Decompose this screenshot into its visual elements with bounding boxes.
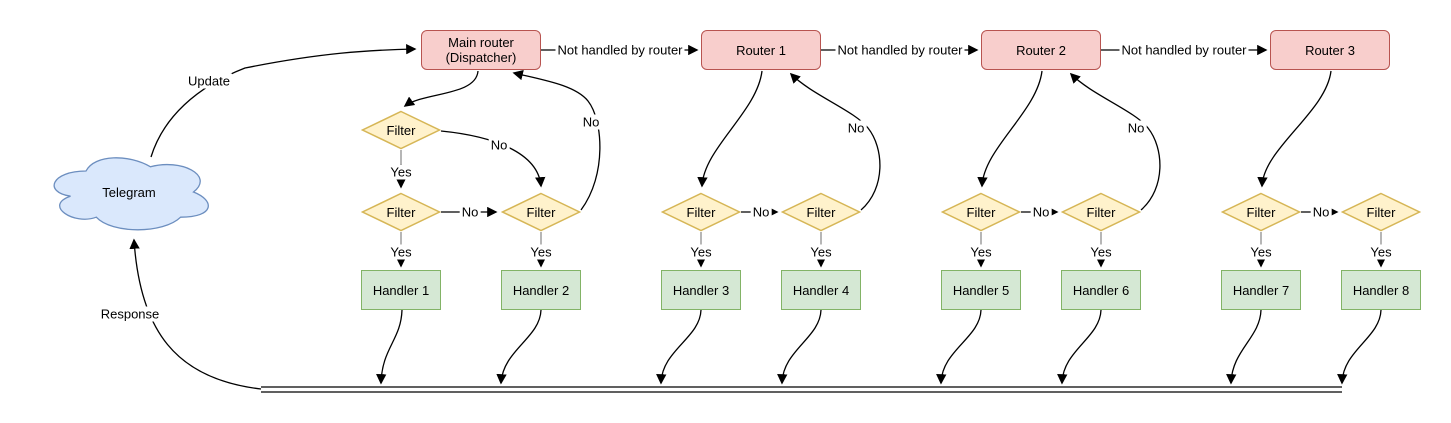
edge-handler4-to-bus xyxy=(777,309,822,385)
filter-label: Filter xyxy=(686,204,716,220)
edge-update xyxy=(150,43,417,158)
edge-label-yes: Yes xyxy=(528,244,554,260)
edge-label-yes: Yes xyxy=(1088,244,1114,260)
edge-label-yes: Yes xyxy=(1248,244,1274,260)
node-handler-4: Handler 4 xyxy=(781,270,861,310)
edge-handler1-to-bus xyxy=(376,309,403,385)
edge-router2-to-filter5 xyxy=(977,70,1043,188)
filter-label: Filter xyxy=(1086,204,1116,220)
handler-1-label: Handler 1 xyxy=(372,282,430,298)
edge-handler7-to-bus xyxy=(1226,309,1262,385)
filter-label: Filter xyxy=(386,122,416,138)
filter-label: Filter xyxy=(806,204,836,220)
cloud-shape xyxy=(53,157,209,231)
edge-label-no: No xyxy=(1030,204,1052,220)
edge-handler6-to-bus xyxy=(1057,309,1102,385)
edge-response xyxy=(129,238,262,390)
edge-label-not-handled-1: Not handled by router xyxy=(555,42,685,58)
edge-label-no: No xyxy=(580,114,602,130)
node-handler-5: Handler 5 xyxy=(941,270,1021,310)
edge-router3-to-filter7 xyxy=(1257,70,1332,188)
node-filter-r2-right: Filter xyxy=(1061,192,1141,232)
router-3-label: Router 3 xyxy=(1305,42,1355,58)
filter-label: Filter xyxy=(1366,204,1396,220)
node-filter-r3-right: Filter xyxy=(1341,192,1421,232)
node-router-2: Router 2 xyxy=(981,30,1101,70)
edge-label-update: Update xyxy=(186,73,232,89)
edge-label-yes: Yes xyxy=(688,244,714,260)
handler-3-label: Handler 3 xyxy=(672,282,730,298)
edge-label-no: No xyxy=(845,120,867,136)
node-router-1: Router 1 xyxy=(701,30,821,70)
node-handler-1: Handler 1 xyxy=(361,270,441,310)
edge-label-no: No xyxy=(1125,120,1147,136)
edge-label-yes: Yes xyxy=(968,244,994,260)
telegram-cloud: Telegram xyxy=(43,150,215,234)
telegram-cloud-label: Telegram xyxy=(102,184,156,200)
node-handler-6: Handler 6 xyxy=(1061,270,1141,310)
node-main-router: Main router (Dispatcher) xyxy=(421,30,541,70)
filter-label: Filter xyxy=(1246,204,1276,220)
node-filter-main-left: Filter xyxy=(361,192,441,232)
node-filter-r1-right: Filter xyxy=(781,192,861,232)
router-1-label: Router 1 xyxy=(736,42,786,58)
edge-handler3-to-bus xyxy=(656,309,702,385)
handler-2-label: Handler 2 xyxy=(512,282,570,298)
edge-label-no: No xyxy=(488,137,510,153)
handler-6-label: Handler 6 xyxy=(1072,282,1130,298)
edge-label-not-handled-2: Not handled by router xyxy=(835,42,965,58)
edge-label-response: Response xyxy=(98,306,162,322)
filter-label: Filter xyxy=(386,204,416,220)
edge-handler2-to-bus xyxy=(496,309,542,385)
node-router-3: Router 3 xyxy=(1270,30,1390,70)
handler-8-label: Handler 8 xyxy=(1352,282,1410,298)
edge-label-yes: Yes xyxy=(388,164,414,180)
edge-handler8-to-bus xyxy=(1337,309,1382,385)
node-filter-main-right: Filter xyxy=(501,192,581,232)
router-2-label: Router 2 xyxy=(1016,42,1066,58)
edge-label-no: No xyxy=(1310,204,1332,220)
edge-filter6-no-router2 xyxy=(1069,72,1161,211)
filter-label: Filter xyxy=(526,204,556,220)
node-handler-7: Handler 7 xyxy=(1221,270,1301,310)
edge-label-no: No xyxy=(459,204,481,220)
edge-handler5-to-bus xyxy=(936,309,982,385)
edge-label-no: No xyxy=(750,204,772,220)
edge-filter4-no-router1 xyxy=(789,72,881,211)
edge-router1-to-filter3 xyxy=(697,70,763,188)
filter-label: Filter xyxy=(966,204,996,220)
node-handler-8: Handler 8 xyxy=(1341,270,1421,310)
handler-7-label: Handler 7 xyxy=(1232,282,1290,298)
edge-label-not-handled-3: Not handled by router xyxy=(1119,42,1249,58)
node-handler-3: Handler 3 xyxy=(661,270,741,310)
handler-5-label: Handler 5 xyxy=(952,282,1010,298)
node-filter-r1-left: Filter xyxy=(661,192,741,232)
edge-main-to-filter0 xyxy=(403,70,479,107)
node-filter-r3-left: Filter xyxy=(1221,192,1301,232)
main-router-label: Main router (Dispatcher) xyxy=(445,35,517,65)
edge-filter2-no-main xyxy=(512,70,601,211)
handler-4-label: Handler 4 xyxy=(792,282,850,298)
edge-label-yes: Yes xyxy=(808,244,834,260)
node-filter-r2-left: Filter xyxy=(941,192,1021,232)
edge-label-yes: Yes xyxy=(388,244,414,260)
response-bus-line xyxy=(261,386,1342,393)
node-handler-2: Handler 2 xyxy=(501,270,581,310)
edge-label-yes: Yes xyxy=(1368,244,1394,260)
node-filter-main-top: Filter xyxy=(361,110,441,150)
